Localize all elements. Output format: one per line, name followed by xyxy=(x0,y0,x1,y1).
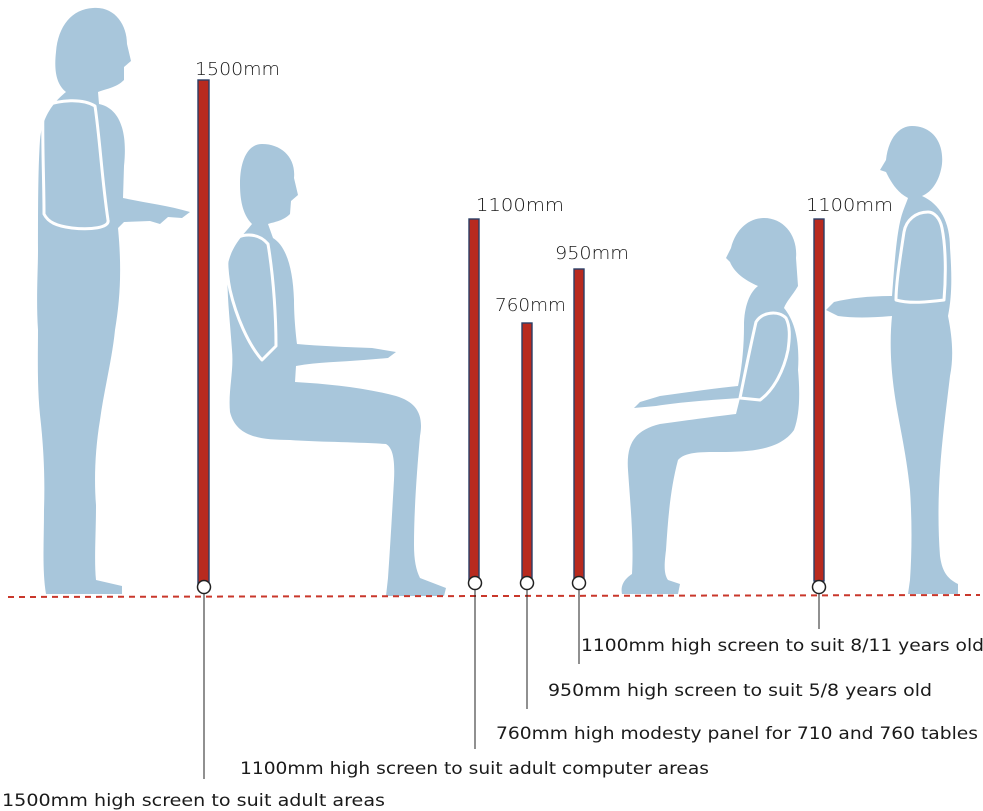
caption-screen-1100-adult: 1100mm high screen to suit adult compute… xyxy=(240,759,709,779)
seated-child-figure xyxy=(621,218,800,594)
screen-1100-child-height-label: 1100mm xyxy=(806,195,893,216)
screen-950: 950mm xyxy=(555,243,629,591)
screen-1100-adult: 1100mm xyxy=(467,195,564,591)
floor-line xyxy=(7,594,981,598)
panel-760-bar xyxy=(521,322,533,582)
caption-screen-950: 950mm high screen to suit 5/8 years old xyxy=(548,681,932,701)
seated-adult-figure xyxy=(225,144,446,596)
panel-760-base-marker xyxy=(519,575,535,591)
captions: 1100mm high screen to suit 8/11 years ol… xyxy=(2,636,983,811)
screen-950-base-marker xyxy=(571,575,587,591)
screen-1500-bar xyxy=(197,79,210,586)
standing-adult-figure xyxy=(37,7,190,595)
screen-1100-child-base-marker xyxy=(811,579,827,595)
caption-screen-1100-child: 1100mm high screen to suit 8/11 years ol… xyxy=(581,636,983,656)
panel-760-height-label: 760mm xyxy=(495,295,566,316)
screen-1100-child-bar xyxy=(813,218,825,582)
screen-1100-adult-bar xyxy=(468,218,480,582)
screen-1500: 1500mm xyxy=(195,59,280,595)
caption-screen-1500: 1500mm high screen to suit adult areas xyxy=(2,791,385,811)
screen-1500-height-label: 1500mm xyxy=(195,59,280,80)
leader-lines xyxy=(203,589,820,779)
screen-1100-adult-base-marker xyxy=(467,575,483,591)
standing-child-figure xyxy=(826,126,958,594)
caption-panel-760: 760mm high modesty panel for 710 and 760… xyxy=(496,724,978,744)
screen-1500-base-marker xyxy=(196,579,212,595)
panel-760: 760mm xyxy=(495,295,566,591)
screen-1100-child: 1100mm xyxy=(806,195,893,595)
screen-950-bar xyxy=(573,268,585,582)
screen-1100-adult-height-label: 1100mm xyxy=(476,195,564,216)
screen-950-height-label: 950mm xyxy=(555,243,629,264)
